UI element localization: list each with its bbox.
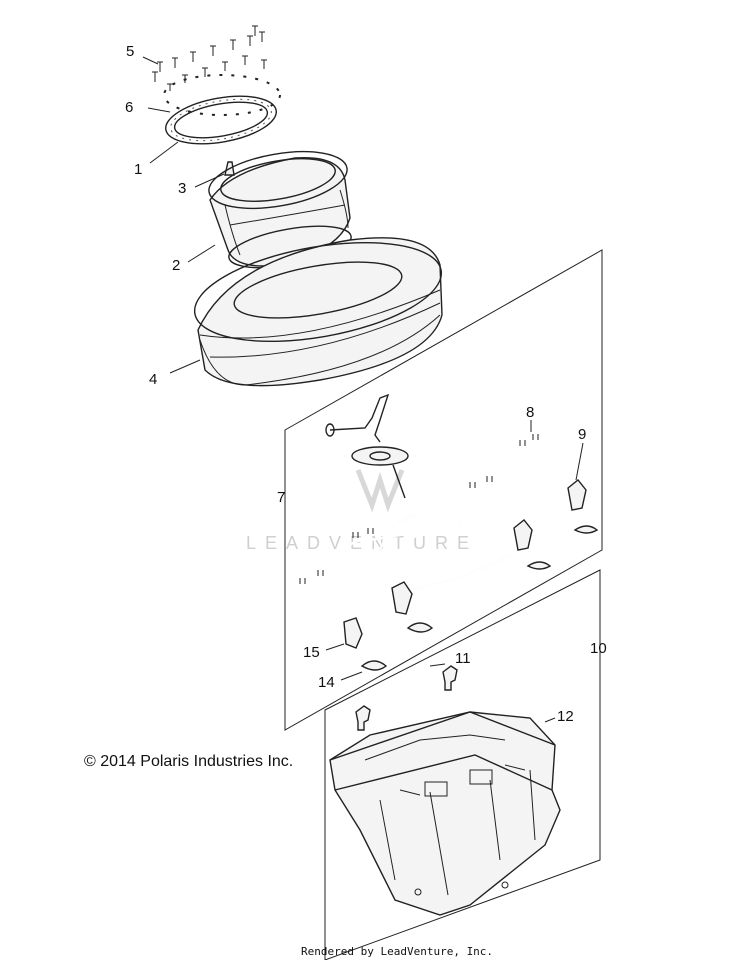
callout-11: 11 bbox=[455, 650, 471, 667]
rack-frame bbox=[343, 479, 587, 649]
callout-5: 5 bbox=[126, 43, 134, 60]
callout-8: 8 bbox=[526, 404, 534, 421]
assembly-outline-10 bbox=[324, 569, 601, 960]
copyright-notice: © 2014 Polaris Industries Inc. bbox=[84, 753, 293, 770]
callout-10: 10 bbox=[590, 640, 607, 657]
wheel-screws bbox=[152, 25, 267, 91]
storage-latches bbox=[355, 665, 458, 731]
callout-labels: 5 6 1 3 2 4 7 8 9 10 11 12 14 15 bbox=[125, 43, 607, 725]
callout-6: 6 bbox=[125, 99, 133, 116]
assembly-outline-7 bbox=[284, 249, 603, 731]
callout-9: 9 bbox=[578, 426, 586, 443]
callout-15: 15 bbox=[303, 644, 320, 661]
rubber-pads bbox=[360, 525, 599, 671]
callout-2: 2 bbox=[172, 257, 180, 274]
hose-clips bbox=[299, 434, 539, 584]
wheel-washers bbox=[163, 74, 281, 116]
storage-box bbox=[329, 711, 561, 916]
render-credit: Rendered by LeadVenture, Inc. bbox=[301, 945, 493, 958]
wheel-rim bbox=[208, 150, 352, 269]
leader-lines bbox=[142, 56, 584, 723]
tire bbox=[193, 237, 443, 387]
callout-4: 4 bbox=[149, 371, 157, 388]
callout-7: 7 bbox=[277, 489, 285, 506]
callout-12: 12 bbox=[557, 708, 574, 725]
callout-1: 1 bbox=[134, 161, 142, 178]
callout-3: 3 bbox=[178, 180, 186, 197]
intake-snorkel bbox=[325, 393, 409, 499]
watermark-text: LEADVENTURE bbox=[246, 533, 478, 553]
callout-14: 14 bbox=[318, 674, 335, 691]
beadlock-ring bbox=[165, 95, 277, 145]
